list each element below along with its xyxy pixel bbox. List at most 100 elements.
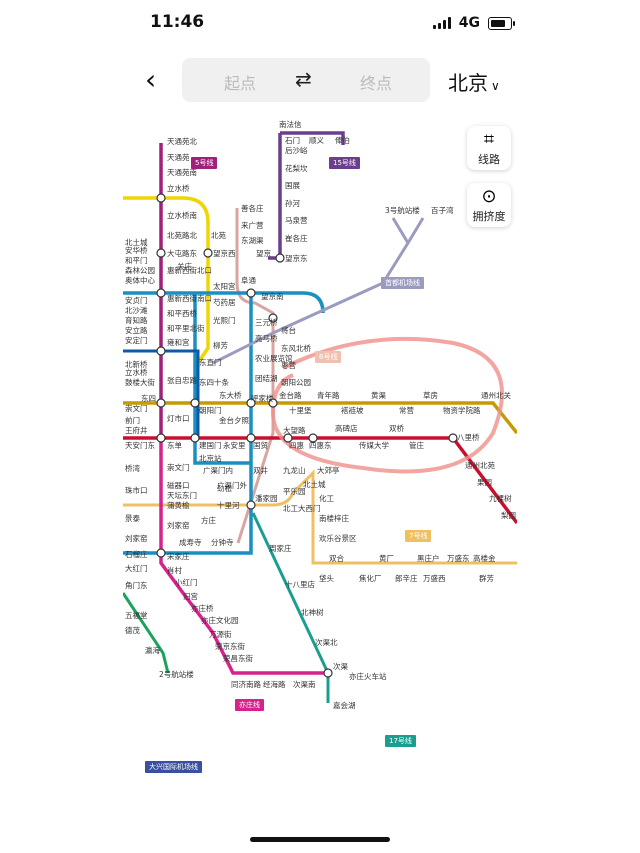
- svg-text:欢乐谷景区: 欢乐谷景区: [319, 533, 357, 543]
- svg-text:东直门: 东直门: [199, 357, 222, 367]
- svg-text:褡裢坡: 褡裢坡: [341, 405, 364, 415]
- svg-text:安贞门: 安贞门: [125, 295, 148, 305]
- line-7: [123, 469, 517, 565]
- svg-text:安华桥: 安华桥: [125, 245, 148, 255]
- swap-arrows-icon[interactable]: ⇄: [295, 67, 312, 91]
- svg-text:德茂: 德茂: [125, 625, 140, 635]
- svg-text:石榴庄: 石榴庄: [125, 549, 148, 559]
- svg-text:桥湾: 桥湾: [125, 463, 140, 473]
- svg-text:东四: 东四: [141, 393, 156, 403]
- svg-text:森林公园: 森林公园: [125, 265, 155, 275]
- svg-text:北京站: 北京站: [199, 453, 222, 463]
- svg-text:将台: 将台: [281, 325, 296, 335]
- svg-text:太阳宫: 太阳宫: [213, 281, 236, 291]
- highlight-circle: [270, 336, 504, 474]
- back-chevron-icon[interactable]: ‹: [145, 63, 157, 96]
- svg-text:双桥: 双桥: [389, 423, 404, 433]
- svg-text:望京东: 望京东: [285, 253, 308, 263]
- svg-text:永安里: 永安里: [223, 440, 246, 450]
- line-5-tag: 5号线: [191, 157, 218, 169]
- svg-text:王府井: 王府井: [125, 425, 148, 435]
- svg-text:大屯路东: 大屯路东: [167, 248, 197, 258]
- svg-text:鼓楼大街: 鼓楼大街: [125, 377, 155, 387]
- home-indicator[interactable]: [250, 837, 390, 842]
- line-yizhuang: [159, 443, 328, 675]
- svg-text:同济南路: 同济南路: [231, 679, 261, 689]
- svg-text:景泰: 景泰: [125, 513, 140, 523]
- svg-text:三元桥: 三元桥: [255, 317, 278, 327]
- svg-text:九龙山: 九龙山: [283, 465, 306, 475]
- svg-text:十里堡: 十里堡: [289, 405, 312, 415]
- svg-text:天安门东: 天安门东: [125, 440, 155, 450]
- svg-text:方庄: 方庄: [201, 515, 216, 525]
- svg-text:光熙门: 光熙门: [213, 315, 236, 325]
- svg-text:朝阳公园: 朝阳公园: [281, 378, 311, 387]
- svg-text:崔各庄: 崔各庄: [285, 233, 308, 243]
- route-header: ‹ 起点 ⇄ 终点 北京∨: [0, 55, 640, 105]
- svg-text:望京西: 望京西: [213, 248, 236, 258]
- svg-text:大望路: 大望路: [283, 425, 306, 435]
- status-bar: 11:46 4G: [0, 0, 640, 48]
- svg-text:俸伯: 俸伯: [335, 135, 350, 145]
- svg-text:九棵树: 九棵树: [489, 493, 512, 503]
- status-indicators: 4G: [432, 15, 515, 31]
- svg-text:北苑: 北苑: [211, 230, 226, 240]
- svg-text:珠市口: 珠市口: [125, 485, 148, 495]
- svg-text:国贸: 国贸: [253, 440, 268, 450]
- subway-map-svg[interactable]: 天通苑北 天通苑 天通苑南 立水桥 立水桥南 北苑路北 大屯路东 惠新西街北口 …: [123, 113, 517, 783]
- svg-text:北苑路北: 北苑路北: [167, 230, 197, 240]
- svg-text:亦庄火车站: 亦庄火车站: [349, 671, 387, 681]
- svg-text:万源街: 万源街: [209, 629, 232, 639]
- svg-text:通州北苑: 通州北苑: [465, 460, 495, 470]
- svg-text:东单: 东单: [167, 440, 182, 450]
- line-daxing: [123, 592, 170, 674]
- svg-text:亮马桥: 亮马桥: [255, 333, 278, 343]
- svg-text:常营: 常营: [399, 405, 414, 415]
- svg-text:金台路: 金台路: [279, 390, 302, 400]
- svg-text:八里桥: 八里桥: [457, 432, 480, 442]
- svg-text:大红门: 大红门: [125, 563, 148, 573]
- svg-text:通州北关: 通州北关: [481, 390, 511, 400]
- svg-text:团结湖: 团结湖: [255, 373, 278, 383]
- line-14: [235, 208, 275, 544]
- svg-text:物资学院路: 物资学院路: [443, 405, 481, 415]
- svg-text:雍和宫: 雍和宫: [167, 337, 190, 347]
- svg-text:灯市口: 灯市口: [167, 413, 190, 423]
- svg-text:天通苑南: 天通苑南: [167, 167, 197, 177]
- svg-text:高碑店: 高碑店: [335, 423, 358, 433]
- route-button[interactable]: ⌗ 线路: [467, 126, 511, 170]
- svg-text:金台夕照: 金台夕照: [219, 415, 249, 425]
- svg-text:马泉营: 马泉营: [285, 215, 308, 225]
- svg-text:阜通: 阜通: [241, 275, 256, 285]
- svg-text:黑庄户: 黑庄户: [417, 553, 440, 563]
- svg-text:惠新西街南口: 惠新西街南口: [167, 293, 212, 303]
- line-7-tag: 7号线: [405, 530, 432, 542]
- crowd-button[interactable]: ⊙ 拥挤度: [467, 183, 511, 227]
- svg-text:南楼梓庄: 南楼梓庄: [319, 513, 349, 523]
- svg-text:崇文门: 崇文门: [125, 403, 148, 413]
- to-input[interactable]: 终点: [360, 74, 393, 93]
- svg-text:天通苑北: 天通苑北: [167, 136, 197, 146]
- svg-text:安定门: 安定门: [125, 335, 148, 345]
- svg-text:和平里北街: 和平里北街: [167, 323, 205, 333]
- svg-text:垡头: 垡头: [319, 573, 334, 583]
- svg-text:来广营: 来广营: [241, 220, 264, 230]
- svg-text:国展: 国展: [285, 181, 300, 190]
- svg-text:小红门: 小红门: [175, 577, 198, 587]
- svg-text:亦庄文化园: 亦庄文化园: [201, 615, 239, 625]
- svg-text:双合: 双合: [329, 553, 344, 563]
- route-icon: ⌗: [483, 129, 495, 150]
- subway-map[interactable]: 天通苑北 天通苑 天通苑南 立水桥 立水桥南 北苑路北 大屯路东 惠新西街北口 …: [123, 113, 517, 783]
- svg-text:经海路: 经海路: [263, 679, 286, 689]
- svg-text:化工: 化工: [319, 493, 334, 503]
- svg-text:周家庄: 周家庄: [269, 543, 292, 553]
- svg-text:旧宫: 旧宫: [183, 591, 198, 601]
- svg-text:后沙峪: 后沙峪: [285, 145, 308, 155]
- svg-text:建国门: 建国门: [199, 440, 222, 450]
- svg-text:育知路: 育知路: [125, 315, 148, 325]
- svg-text:十里河: 十里河: [217, 500, 240, 510]
- city-selector[interactable]: 北京∨: [448, 67, 500, 96]
- from-input[interactable]: 起点: [224, 74, 257, 93]
- svg-text:瀛海: 瀛海: [145, 645, 160, 655]
- station-labels: 天通苑北 天通苑 天通苑南 立水桥 立水桥南 北苑路北 大屯路东 惠新西街北口 …: [125, 119, 516, 710]
